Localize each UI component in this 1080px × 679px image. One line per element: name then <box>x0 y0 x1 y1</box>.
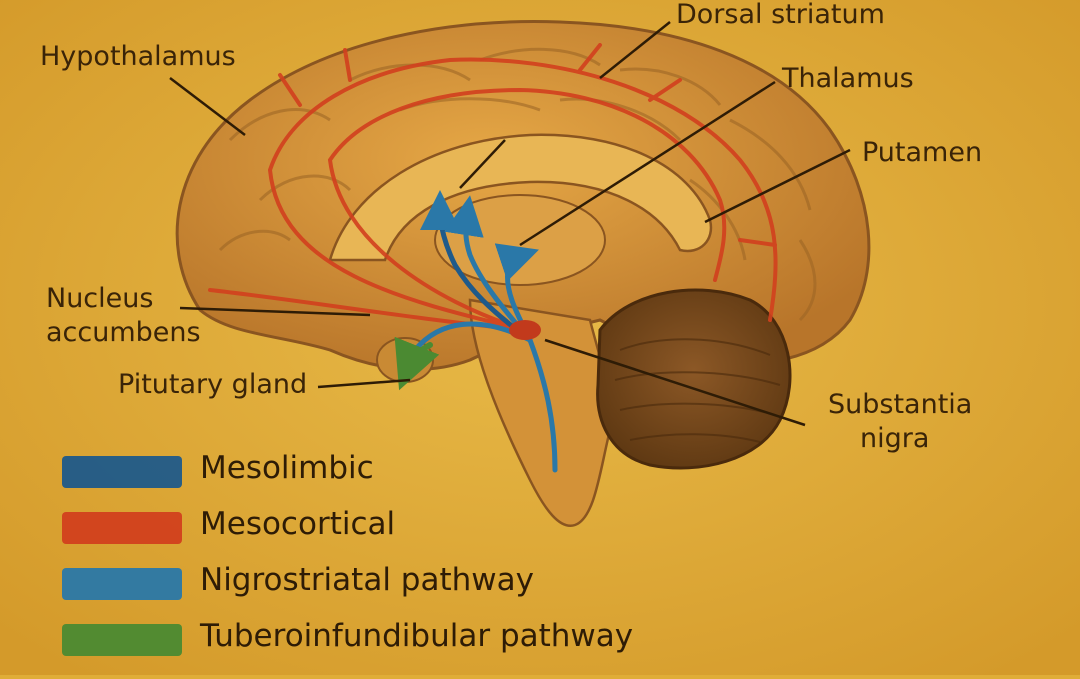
corpus-callosum <box>328 133 713 262</box>
legend-swatch <box>62 456 182 488</box>
legend-label: Nigrostriatal pathway <box>200 562 534 598</box>
leader-putamen <box>704 148 851 224</box>
legend-label: Mesolimbic <box>200 450 374 486</box>
leader-dorsal-striatum <box>599 21 671 79</box>
legend-label: Tuberoinfundibular pathway <box>200 618 634 654</box>
legend-swatch <box>62 568 182 600</box>
label-nucleus-accumbens-line1: Nucleus <box>46 283 154 314</box>
label-substantia-nigra-line2: nigra <box>860 423 930 454</box>
label-nucleus-accumbens-line2: accumbens <box>46 317 201 348</box>
substantia-nigra-spot <box>509 320 541 340</box>
leader-inner <box>459 139 506 189</box>
leader-nucleus-accumbens <box>179 306 371 317</box>
tuberoinfundibular-path <box>394 336 440 391</box>
leader-thalamus <box>519 80 776 247</box>
leader-pituitary <box>317 378 411 389</box>
label-hypothalamus: Hypothalamus <box>40 41 236 72</box>
label-pituitary-gland: Pitutary gland <box>118 369 308 400</box>
label-putamen: Putamen <box>862 137 983 168</box>
legend-swatch <box>62 624 182 656</box>
leader-hypothalamus <box>169 77 246 136</box>
legend-label: Mesocortical <box>200 506 396 542</box>
label-substantia-nigra-line1: Substantia <box>828 389 973 420</box>
leader-lines <box>169 21 851 427</box>
label-thalamus: Thalamus <box>782 63 914 94</box>
label-dorsal-striatum: Dorsal striatum <box>676 0 885 30</box>
legend-swatch <box>62 512 182 544</box>
leader-substantia-nigra <box>544 338 806 427</box>
cerebellum <box>596 288 792 470</box>
